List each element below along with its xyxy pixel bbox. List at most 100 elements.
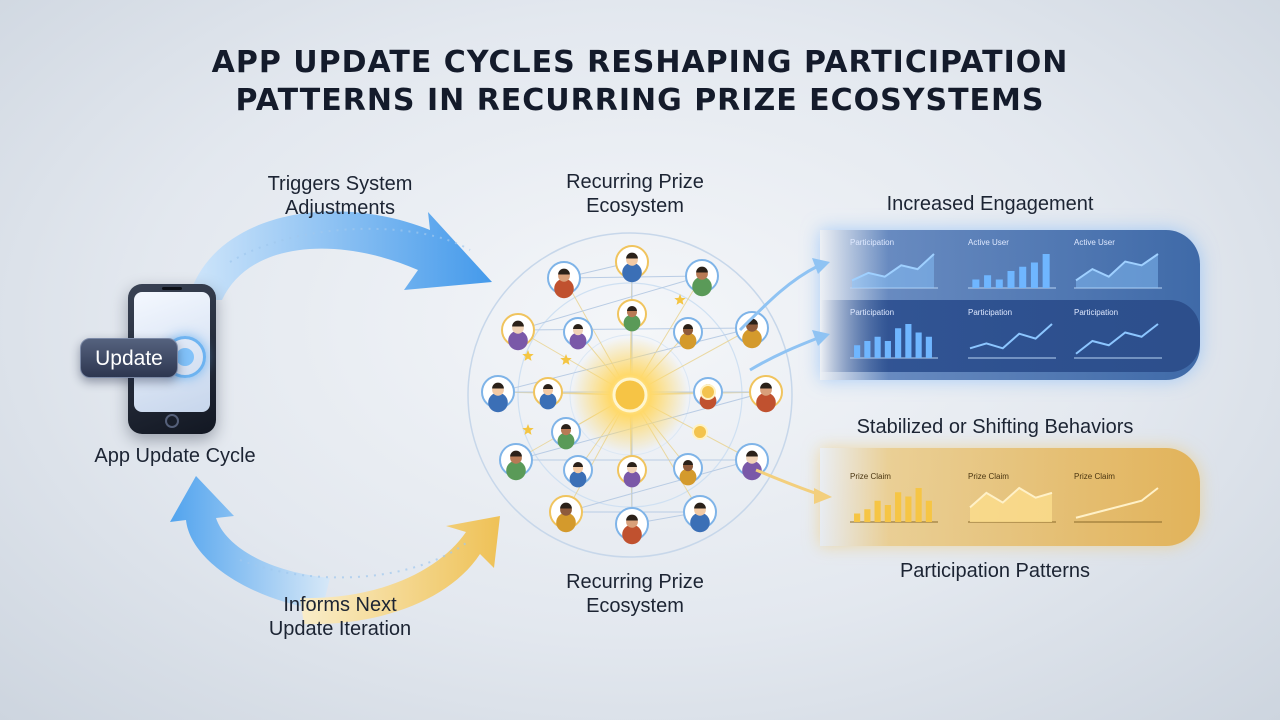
coin-icon	[692, 424, 708, 440]
mini-chart-title: Prize Claim	[850, 472, 891, 481]
mini-chart-area	[970, 488, 1052, 522]
person-avatar-icon	[683, 495, 717, 533]
mini-chart-title: Prize Claim	[968, 472, 1009, 481]
triggers-label-line1: Triggers System	[267, 173, 413, 195]
person-avatar-icon	[501, 313, 535, 351]
mini-chart-bar	[1030, 262, 1038, 288]
star-icon	[522, 350, 534, 361]
person-avatar-icon	[547, 261, 581, 299]
increased-engagement-label: Increased Engagement	[886, 193, 1094, 215]
person-avatar-icon	[673, 453, 703, 486]
ecosystem-label-top: Recurring Prize Ecosystem	[520, 170, 750, 218]
person-avatar-icon	[481, 375, 515, 413]
mini-chart-bar	[884, 505, 891, 522]
mini-chart-bar	[854, 513, 861, 522]
person-avatar-icon	[617, 455, 647, 488]
stabilized-label: Stabilized or Shifting Behaviors	[856, 416, 1134, 438]
mini-chart: Prize Claim	[964, 470, 1060, 528]
triggers-label: Triggers System Adjustments	[220, 172, 460, 220]
mini-chart: Prize Claim	[846, 470, 942, 528]
mini-chart: Active User	[964, 236, 1060, 294]
mini-chart-line	[851, 253, 935, 282]
mini-chart-bar	[874, 336, 881, 358]
mini-chart-title: Participation	[850, 308, 895, 317]
person-avatar-icon	[551, 417, 581, 450]
coin-icon	[700, 384, 716, 400]
person-avatar-icon	[615, 245, 649, 283]
mini-chart-title: Prize Claim	[1074, 472, 1115, 481]
ecosystem-bottom-line1: Recurring Prize	[566, 571, 704, 593]
mini-chart-bar	[1019, 266, 1027, 288]
person-avatar-icon	[735, 443, 769, 481]
mini-chart-title: Participation	[968, 308, 1013, 317]
mini-chart-bar	[1042, 254, 1050, 288]
mini-chart-bar	[854, 345, 861, 358]
title-line-2: PATTERNS IN RECURRING PRIZE ECOSYSTEMS	[235, 83, 1045, 118]
mini-chart-bar	[895, 328, 902, 358]
phone-home-button	[165, 414, 179, 428]
mini-chart-title: Active User	[1074, 238, 1115, 247]
triggers-label-line2: Adjustments	[284, 197, 396, 219]
mini-chart-line	[1075, 323, 1159, 355]
mini-chart: Participation	[846, 306, 942, 364]
informs-label: Informs Next Update Iteration	[230, 593, 450, 641]
mini-chart-bar	[972, 279, 980, 288]
mini-chart-bar	[874, 500, 881, 522]
mini-chart-title: Participation	[1074, 308, 1119, 317]
hub-outer-ring	[467, 232, 793, 558]
network-hub	[467, 232, 793, 558]
mini-chart-bar	[864, 341, 871, 358]
star-icon	[674, 294, 686, 305]
mini-chart-bar	[915, 332, 922, 358]
hub-core	[612, 377, 648, 413]
person-avatar-icon	[533, 377, 563, 410]
star-icon	[522, 424, 534, 435]
mini-chart-bar	[905, 324, 912, 358]
mini-chart: Participation	[1070, 306, 1166, 364]
hub-core-ring	[569, 334, 691, 456]
mini-chart-bar	[925, 336, 932, 358]
person-avatar-icon	[673, 317, 703, 350]
mini-chart-line	[969, 486, 1053, 509]
mini-chart: Participation	[964, 306, 1060, 364]
phone-notch	[162, 287, 182, 290]
page-title: APP UPDATE CYCLES RESHAPING PARTICIPATIO…	[0, 44, 1280, 120]
person-avatar-icon	[735, 311, 769, 349]
mini-chart-bar	[925, 500, 932, 522]
update-button[interactable]: Update	[80, 338, 178, 378]
mini-chart-bar	[864, 509, 871, 522]
person-avatar-icon	[685, 259, 719, 297]
mini-chart-bar	[1007, 271, 1015, 288]
ecosystem-bottom-line2: Ecosystem	[586, 595, 684, 617]
informs-label-line1: Informs Next	[283, 594, 397, 616]
left-return-arrow	[170, 476, 330, 610]
mini-chart-line	[969, 323, 1053, 350]
mini-chart: Active User	[1070, 236, 1166, 294]
mini-chart-title: Active User	[968, 238, 1009, 247]
mini-chart-area	[1076, 254, 1158, 288]
ecosystem-top-line2: Ecosystem	[586, 195, 684, 217]
mini-chart-line	[1075, 487, 1159, 519]
title-line-1: APP UPDATE CYCLES RESHAPING PARTICIPATIO…	[211, 45, 1069, 80]
app-update-cycle-label: App Update Cycle	[94, 445, 256, 467]
person-avatar-icon	[563, 455, 593, 488]
person-avatar-icon	[615, 507, 649, 545]
hub-inner-ring	[517, 282, 743, 508]
mini-chart-bar	[984, 275, 992, 288]
mini-chart: Participation	[846, 236, 942, 294]
person-avatar-icon	[617, 299, 647, 332]
star-icon	[560, 354, 572, 365]
informs-label-line2: Update Iteration	[268, 618, 412, 640]
participation-patterns-label: Participation Patterns	[899, 560, 1091, 582]
mini-chart-bar	[905, 496, 912, 522]
ecosystem-top-line1: Recurring Prize	[566, 171, 704, 193]
person-avatar-icon	[749, 375, 783, 413]
person-avatar-icon	[499, 443, 533, 481]
person-avatar-icon	[563, 317, 593, 350]
mini-chart-line	[1075, 253, 1159, 282]
person-avatar-icon	[549, 495, 583, 533]
ecosystem-label-bottom: Recurring Prize Ecosystem	[520, 570, 750, 618]
mini-chart-bar	[995, 279, 1003, 288]
top-cycle-arrow	[188, 211, 492, 300]
